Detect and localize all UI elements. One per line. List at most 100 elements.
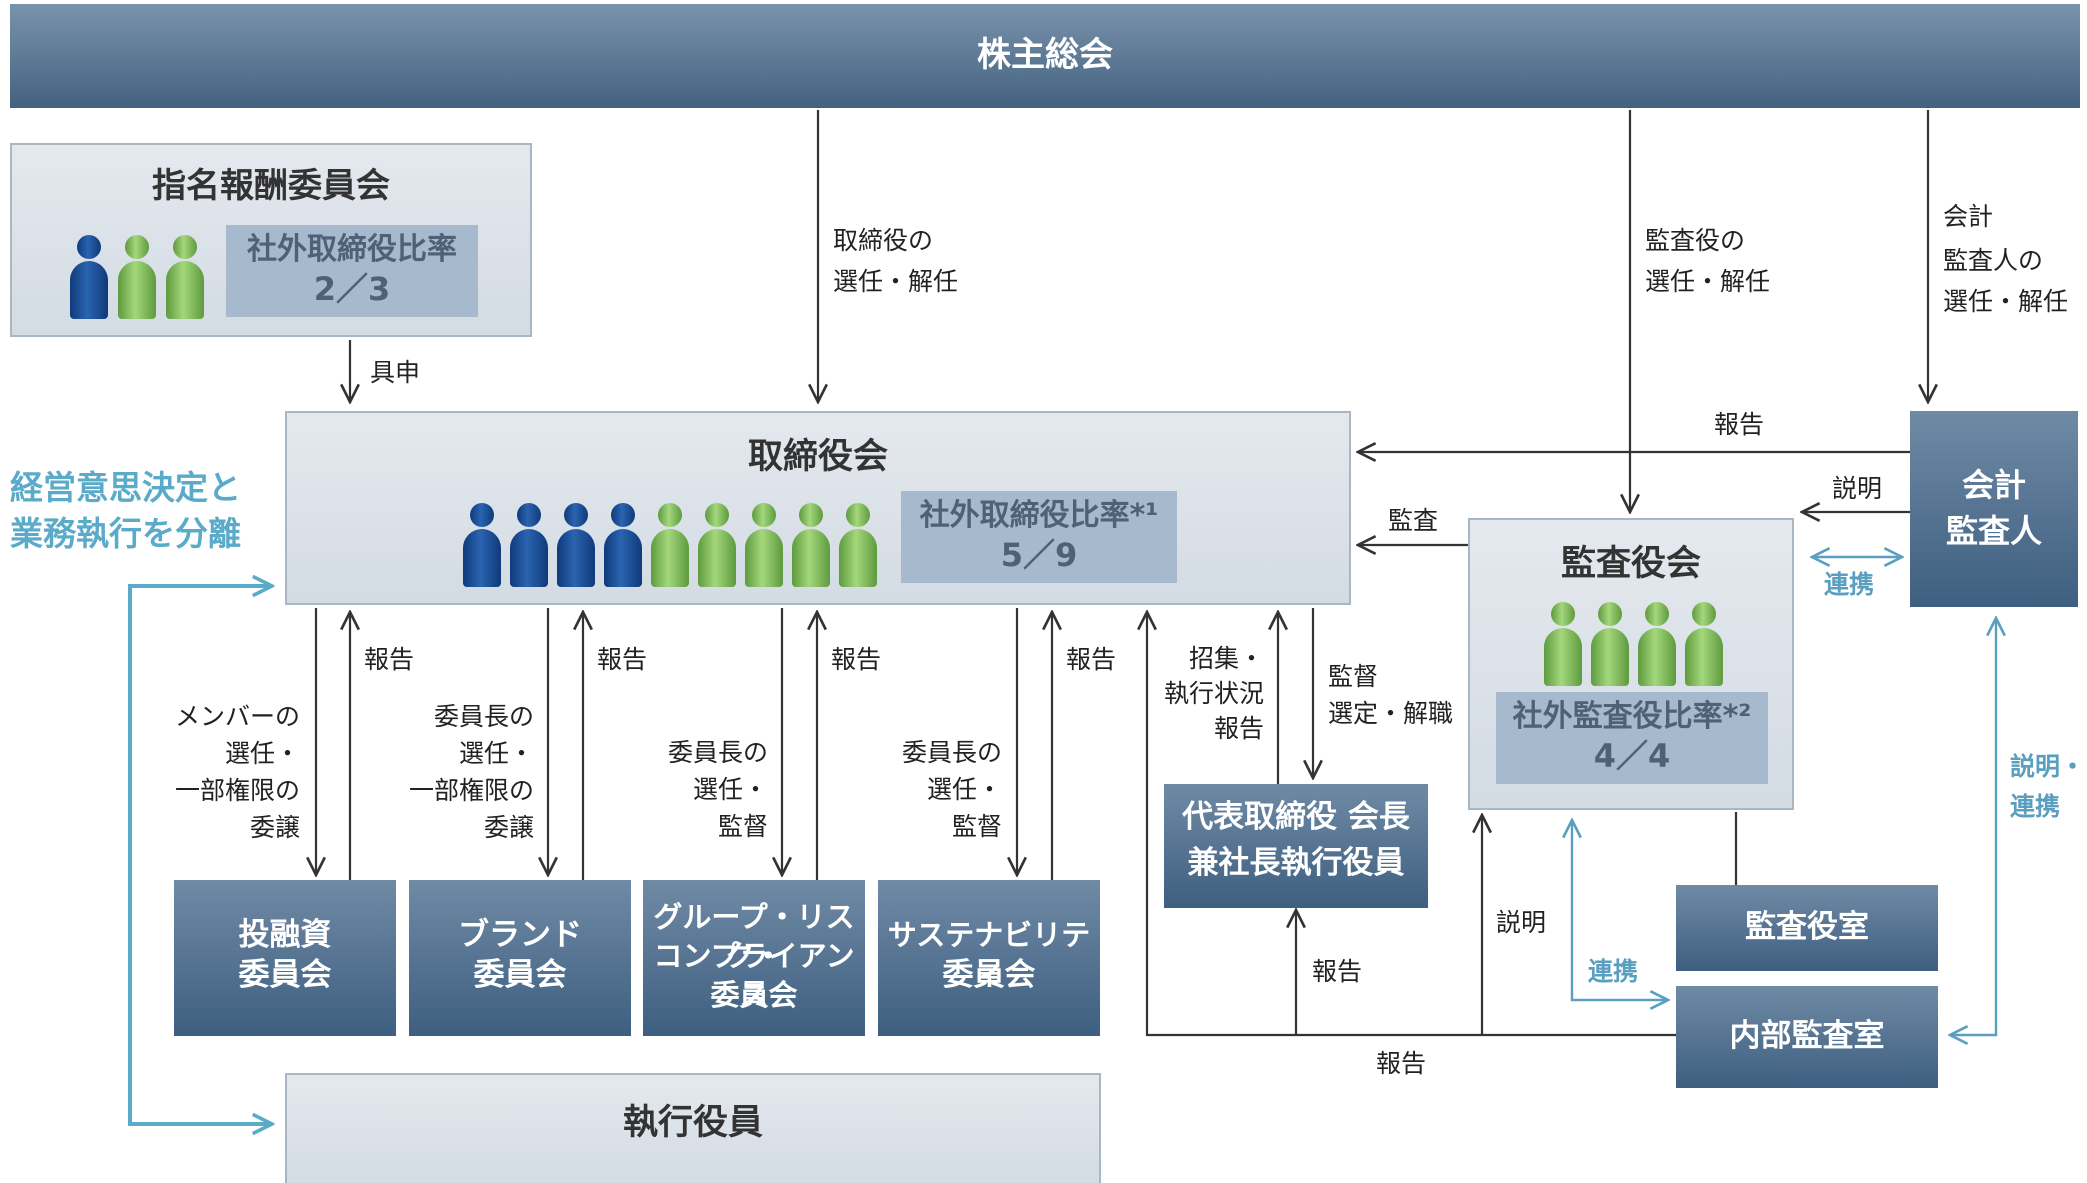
c4-delegate-line3: 監督: [951, 812, 1002, 841]
outside-auditor-icon: [1638, 602, 1676, 686]
nomination-committee-box: 指名報酬委員会 社外取締役比率 2／3: [10, 143, 532, 337]
internal-report-label: 報告: [1376, 1049, 1427, 1078]
auditor-elect-line2: 選任・解任: [1645, 267, 1771, 296]
c2-report-label: 報告: [597, 645, 648, 674]
c1-report-label: 報告: [364, 645, 415, 674]
brand-committee-box: ブランド 委員会: [409, 880, 631, 1036]
board-elect-line1: 取締役の: [833, 226, 934, 255]
outside-director-icon: [839, 503, 877, 587]
outside-director-icon: [118, 235, 156, 319]
audit-board-title: 監査役会: [1560, 544, 1701, 584]
inside-director-icon: [70, 235, 108, 319]
accountant-elect-line2: 監査人の: [1943, 246, 2044, 275]
side-note-line1: 経営意思決定と: [10, 468, 241, 507]
supervise-line1: 監督: [1328, 662, 1379, 691]
side-note-line2: 業務執行を分離: [10, 514, 241, 553]
c3-report-label: 報告: [831, 645, 882, 674]
outside-director-icon: [792, 503, 830, 587]
accounting-auditor-box: 会計 監査人: [1910, 411, 2078, 607]
audit-board-ratio-label: 社外監査役比率*²: [1512, 699, 1752, 734]
c2-delegate-line4: 委譲: [483, 813, 534, 842]
risk-compliance-committee-box: グループ・リスク・ コンプライアンス 委員会: [643, 880, 865, 1036]
convene-line1: 招集・: [1188, 644, 1264, 673]
board-elect-line2: 選任・解任: [833, 267, 959, 296]
board-ratio-box: 社外取締役比率*¹ 5／9: [901, 491, 1177, 583]
brand-committee-line2: 委員会: [473, 957, 567, 993]
nomination-ratio-label: 社外取締役比率: [247, 232, 457, 267]
c1-delegate-line1: メンバーの: [174, 702, 300, 731]
c2-delegate-line1: 委員長の: [433, 702, 534, 731]
sustainability-committee-line1: サステナビリティ: [887, 918, 1091, 991]
board-of-directors-box: 取締役会 社外取締役比率*¹ 5／9: [285, 411, 1351, 605]
investment-committee-line1: 投融資: [238, 917, 332, 953]
board-ratio-label: 社外取締役比率*¹: [919, 498, 1159, 533]
collab-accountant-label: 連携: [1824, 570, 1875, 599]
nomination-people: [70, 235, 230, 321]
audit-board-people: [1544, 602, 1730, 690]
c3-delegate-line1: 委員長の: [667, 738, 768, 767]
internal-audit-box: 内部監査室: [1676, 986, 1938, 1088]
audit-label: 監査: [1388, 506, 1439, 535]
outside-director-icon: [698, 503, 736, 587]
c4-delegate-line1: 委員長の: [901, 738, 1002, 767]
ceo-line1: 代表取締役 会長: [1182, 799, 1410, 835]
inside-director-icon: [557, 503, 595, 587]
c2-delegate-line2: 選任・: [458, 739, 534, 768]
board-people: [463, 503, 893, 593]
nomination-ratio-box: 社外取締役比率 2／3: [226, 225, 478, 317]
ceo-line2: 兼社長執行役員: [1187, 845, 1405, 881]
c1-delegate-line4: 委譲: [249, 813, 300, 842]
c2-delegate-line3: 一部権限の: [408, 776, 534, 805]
inside-director-icon: [463, 503, 501, 587]
risk-committee-line1: グループ・リスク・: [653, 900, 855, 973]
investment-committee-line2: 委員会: [238, 957, 332, 993]
outside-auditor-icon: [1591, 602, 1629, 686]
auditor-elect-line1: 監査役の: [1645, 226, 1746, 255]
explain-collab-line2: 連携: [2010, 792, 2061, 821]
c4-report-label: 報告: [1066, 645, 1117, 674]
accountant-elect-line3: 選任・解任: [1943, 287, 2069, 316]
convene-line3: 報告: [1213, 714, 1264, 743]
shareholders-meeting-label: 株主総会: [977, 35, 1113, 75]
c1-delegate-line3: 一部権限の: [174, 776, 300, 805]
accounting-auditor-line2: 監査人: [1945, 512, 2042, 550]
nomination-ratio-value: 2／3: [313, 270, 391, 308]
audit-office-box: 監査役室: [1676, 885, 1938, 971]
executive-officers-title: 執行役員: [622, 1103, 763, 1143]
audit-board-ratio-box: 社外監査役比率*² 4／4: [1496, 692, 1768, 784]
shareholders-meeting-bar: 株主総会: [10, 4, 2080, 108]
c4-delegate-line2: 選任・: [926, 775, 1002, 804]
internal-audit-label: 内部監査室: [1729, 1018, 1885, 1054]
executive-officers-box: 執行役員: [285, 1073, 1101, 1183]
outside-director-icon: [651, 503, 689, 587]
explain-internal-label: 説明: [1496, 908, 1547, 937]
brand-committee-line1: ブランド: [458, 917, 582, 953]
risk-committee-line2: コンプライアンス: [653, 939, 855, 1012]
board-title: 取締役会: [747, 437, 888, 477]
report-to-board-label: 報告: [1714, 410, 1765, 439]
explain-to-audit-board-label: 説明: [1832, 474, 1883, 503]
ceo-report-label: 報告: [1312, 957, 1363, 986]
c3-delegate-line3: 監督: [717, 812, 768, 841]
board-ratio-value: 5／9: [1000, 536, 1078, 574]
outside-director-icon: [745, 503, 783, 587]
inside-director-icon: [510, 503, 548, 587]
audit-office-label: 監査役室: [1745, 909, 1869, 945]
guseishin-label: 具申: [370, 358, 421, 387]
inside-director-icon: [604, 503, 642, 587]
c3-delegate-line2: 選任・: [692, 775, 768, 804]
audit-board-box: 監査役会 社外監査役比率*² 4／4: [1468, 518, 1794, 810]
sustainability-committee-line2: 委員会: [942, 957, 1036, 993]
c1-delegate-line2: 選任・: [224, 739, 300, 768]
outside-auditor-icon: [1544, 602, 1582, 686]
risk-committee-line3: 委員会: [710, 978, 798, 1012]
collab-internal-label: 連携: [1588, 957, 1639, 986]
investment-committee-box: 投融資 委員会: [174, 880, 396, 1036]
explain-collab-line1: 説明・: [2010, 752, 2086, 781]
outside-auditor-icon: [1685, 602, 1723, 686]
convene-line2: 執行状況: [1163, 679, 1264, 708]
audit-board-ratio-value: 4／4: [1593, 737, 1671, 775]
accountant-elect-line1: 会計: [1943, 202, 1994, 231]
